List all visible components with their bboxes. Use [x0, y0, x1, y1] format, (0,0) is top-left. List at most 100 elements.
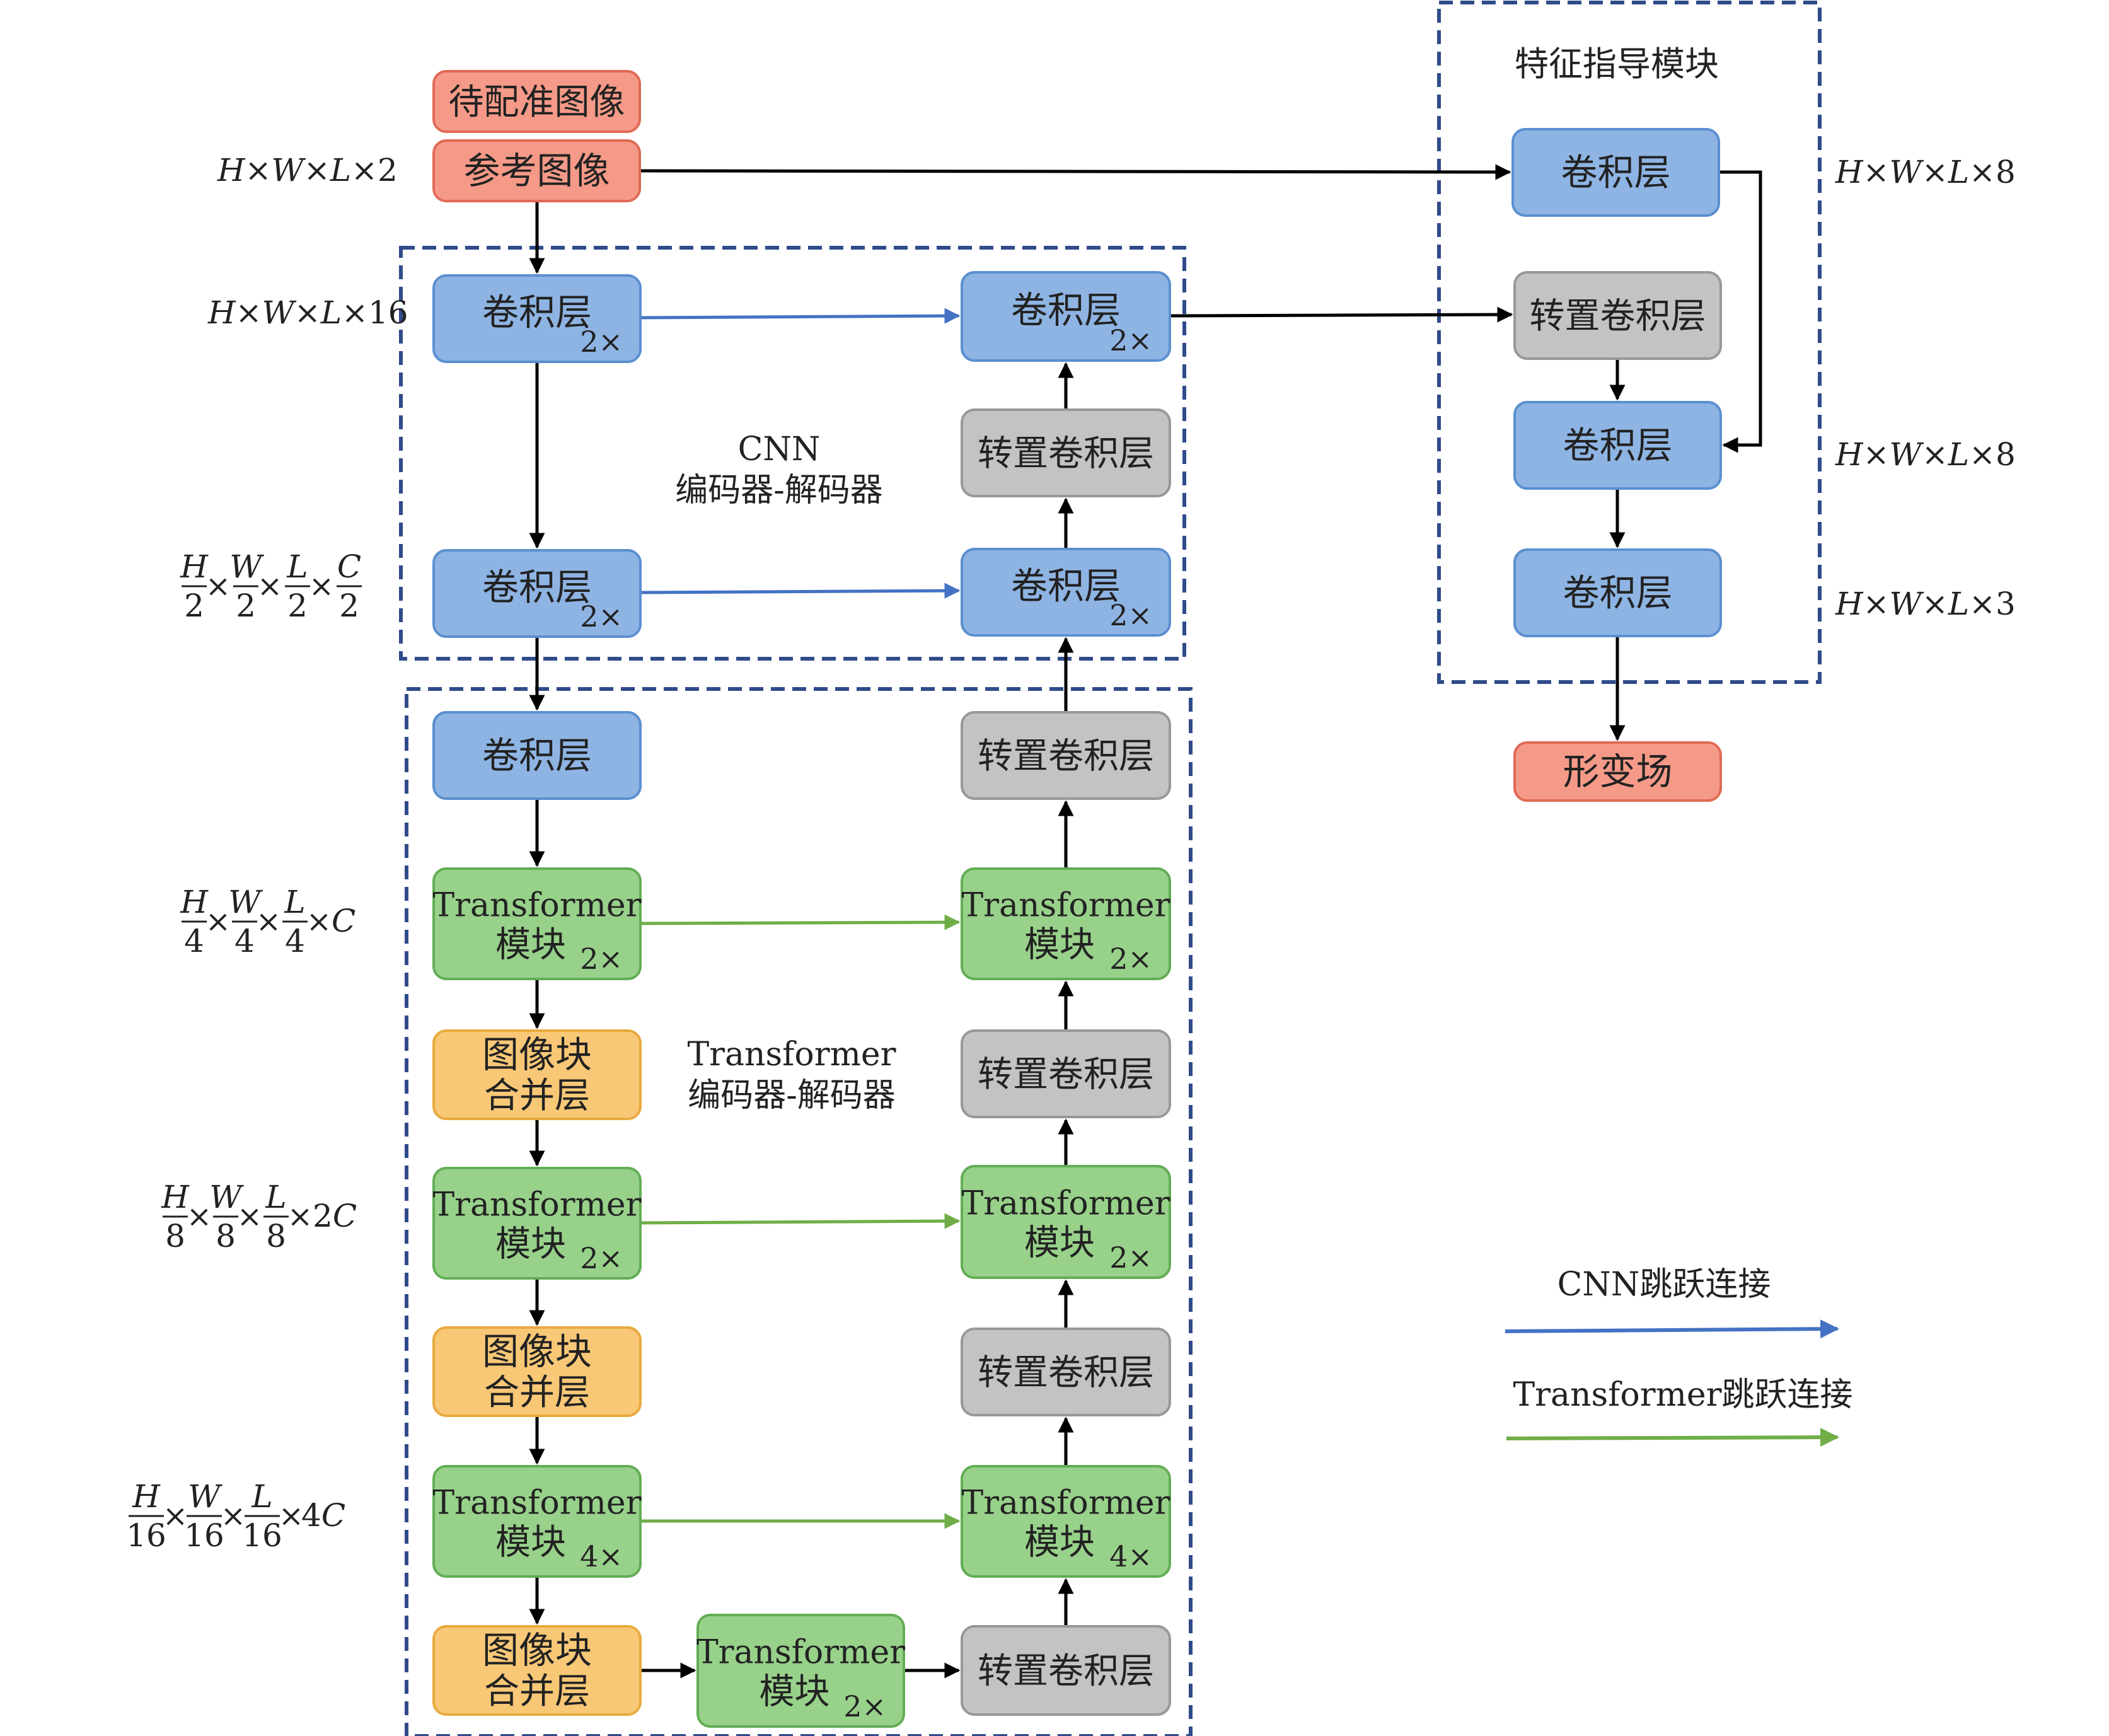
conv-dec-1-label: 卷积层	[1011, 289, 1121, 332]
dim-level3: H8×W8×L8×2C	[161, 1179, 357, 1254]
tconv-t-3-node: 转置卷积层	[961, 1625, 1171, 1716]
dim-fg-out-3-text: H×W×L×3	[1835, 586, 2016, 622]
trans-dec-2-repeat: 2×	[1109, 1241, 1152, 1275]
conv-enc-1-repeat: 2×	[580, 325, 623, 359]
fg-tconv-label: 转置卷积层	[1530, 296, 1706, 337]
dim-level4-den-0: 16	[126, 1517, 166, 1554]
merge-2-label-line1: 图像块	[482, 1330, 592, 1373]
dim-input-text: H×W×L×2	[217, 152, 398, 188]
transformer-skip-level3	[640, 1213, 961, 1229]
trans-dec-3-box	[961, 1465, 1171, 1578]
conv-enc-2-label: 卷积层	[482, 566, 592, 609]
dim-level2-times-2: ×	[306, 904, 332, 939]
tconv-t-2-label: 转置卷积层	[978, 1353, 1154, 1394]
cnn-skip-level1	[640, 582, 961, 599]
tconv-t-3-label: 转置卷积层	[978, 1651, 1154, 1692]
dim-level2-num-0: H	[180, 884, 209, 920]
dim-level3-num-0: H	[161, 1179, 190, 1215]
deformation-field-box	[1513, 741, 1722, 802]
legend-cnn-skip-label: CNN跳跃连接	[1557, 1266, 1771, 1304]
trans-dec-2-label-line1: Transformer	[961, 1185, 1170, 1223]
arrow-ref-to-fg-conv1	[640, 164, 1511, 180]
merge-2-label-line2: 合并层	[484, 1372, 590, 1413]
dim-level3-den-2: 8	[266, 1218, 286, 1254]
fg-tconv-box	[1513, 271, 1722, 360]
dim-level3-den-1: 8	[216, 1218, 236, 1254]
deformation-field-node: 形变场	[1513, 741, 1722, 802]
dim-level1-times-2: ×	[309, 569, 334, 604]
dim-level4-den-1: 16	[184, 1517, 224, 1554]
trans-dec-2-label-line2: 模块	[1024, 1223, 1095, 1264]
dim-level4-num-0: H	[132, 1478, 161, 1515]
dim-level4-num-1: W	[188, 1478, 222, 1515]
trans-bottleneck-label-line2: 模块	[760, 1672, 830, 1713]
trans-dec-2-box	[961, 1165, 1171, 1279]
trans-bottleneck-repeat: 2×	[843, 1689, 886, 1723]
tconv-t-1-label: 转置卷积层	[978, 1055, 1154, 1096]
tconv-t-out-node: 转置卷积层	[961, 711, 1171, 800]
merge-3-label-line2: 合并层	[484, 1671, 590, 1712]
trans-enc-1-label-line2: 模块	[495, 925, 566, 966]
dim-level1-times-1: ×	[257, 569, 282, 604]
arrow-decoder-to-fg-tconv	[1169, 306, 1513, 323]
fg-conv-3-label: 卷积层	[1563, 572, 1672, 615]
fg-conv-1-label: 卷积层	[1561, 151, 1670, 194]
dim-level1-den-1: 2	[236, 587, 256, 624]
moving-image-box	[432, 70, 641, 133]
dim-level1-num-0: H	[180, 548, 209, 585]
conv-t-in-node: 卷积层	[432, 711, 642, 800]
moving-image-node: 待配准图像	[432, 70, 641, 133]
trans-enc-2-label-line2: 模块	[495, 1224, 566, 1265]
merge-3-label-line1: 图像块	[482, 1629, 592, 1672]
cnn-group-boundary	[399, 246, 1186, 661]
conv-dec-2-box	[961, 548, 1171, 637]
trans-dec-1-label-line1: Transformer	[961, 887, 1170, 925]
transformer-group-boundary	[405, 687, 1193, 1736]
dim-level3-tail: 2C	[313, 1198, 357, 1234]
legend-transformer-skip-line	[1506, 1428, 1839, 1447]
transformer-group-label-line2: 编码器-解码器	[688, 1077, 896, 1114]
legend-transformer-skip-label: Transformer跳跃连接	[1513, 1376, 1852, 1414]
fg-conv-3-node: 卷积层	[1513, 548, 1722, 637]
fg-conv-2-node: 卷积层	[1513, 401, 1722, 490]
tconv-t-2-box	[961, 1328, 1171, 1416]
dim-fg-out-3: H×W×L×3	[1835, 586, 2016, 622]
transformer-skip-level2	[640, 914, 961, 930]
tconv-dec-1-label: 转置卷积层	[978, 434, 1154, 475]
reference-image-label: 参考图像	[463, 149, 610, 192]
trans-enc-2-box	[432, 1167, 642, 1280]
merge-3-box	[432, 1625, 642, 1716]
feature-guide-title: 特征指导模块	[1515, 44, 1719, 84]
reference-image-node: 参考图像	[432, 139, 641, 202]
dim-fg-out-1: H×W×L×8	[1835, 154, 2016, 190]
trans-dec-3-repeat: 4×	[1109, 1539, 1152, 1573]
dim-level1-times-0: ×	[205, 569, 231, 604]
conv-enc-1-box	[432, 274, 642, 363]
deformation-field-label: 形变场	[1563, 750, 1672, 793]
trans-enc-3-box	[432, 1465, 642, 1578]
tconv-t-out-box	[961, 711, 1171, 800]
dim-level2-den-0: 4	[184, 923, 204, 959]
conv-dec-2-repeat: 2×	[1109, 598, 1152, 632]
trans-bottleneck-label-line1: Transformer	[696, 1634, 905, 1672]
tconv-dec-1-box	[961, 408, 1171, 497]
fg-conv-1-node: 卷积层	[1511, 128, 1720, 217]
dim-level4-tail: 4C	[301, 1497, 345, 1534]
dim-level4-num-2: L	[251, 1478, 272, 1515]
reference-image-box	[432, 139, 641, 202]
dim-level4-times-2: ×	[279, 1498, 304, 1534]
dim-level3-num-1: W	[209, 1179, 244, 1215]
dim-level1-num-3: C	[337, 548, 361, 585]
dim-level3-den-0: 8	[165, 1218, 185, 1254]
tconv-t-2-node: 转置卷积层	[961, 1328, 1171, 1416]
tconv-t-1-node: 转置卷积层	[961, 1029, 1171, 1118]
fg-conv-1-box	[1511, 128, 1720, 217]
trans-bottleneck-box	[696, 1614, 905, 1728]
dim-level3-times-1: ×	[237, 1199, 262, 1234]
trans-dec-1-box	[961, 867, 1171, 980]
